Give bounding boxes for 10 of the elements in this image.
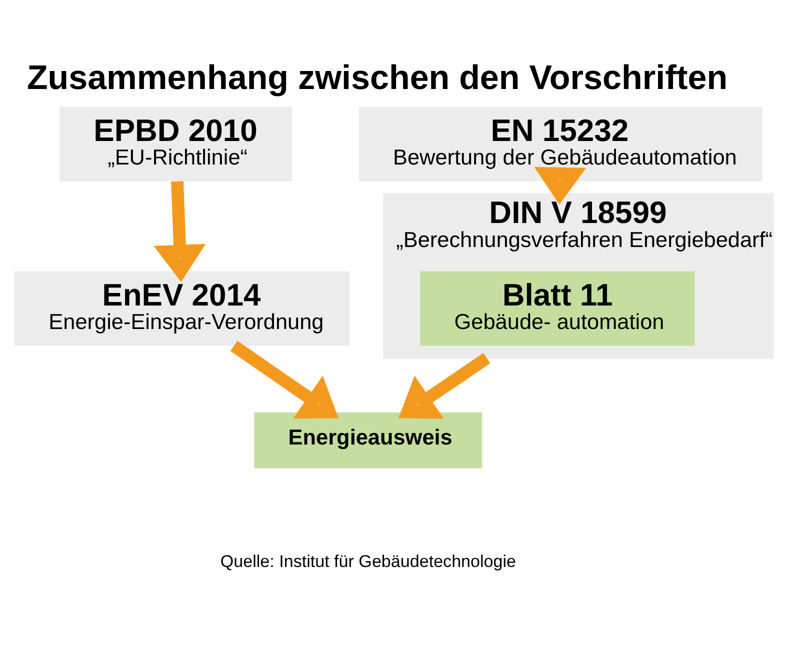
node-box: Blatt 11 Gebäude- automation	[420, 270, 695, 346]
node-box: Energieausweis	[254, 412, 482, 468]
arrow	[154, 180, 206, 282]
node-box: EnEV 2014 Energie-Einspar-Verordnung	[14, 270, 350, 346]
caption: Quelle: Institut für Gebäudetechnologie	[220, 552, 516, 571]
node-box: EPBD 2010 „EU-Richtlinie“	[60, 106, 292, 181]
arrow	[534, 166, 586, 204]
arrow	[230, 340, 338, 418]
arrow	[398, 352, 490, 418]
diagram-title: Zusammenhang zwischen den Vorschriften	[26, 58, 728, 97]
